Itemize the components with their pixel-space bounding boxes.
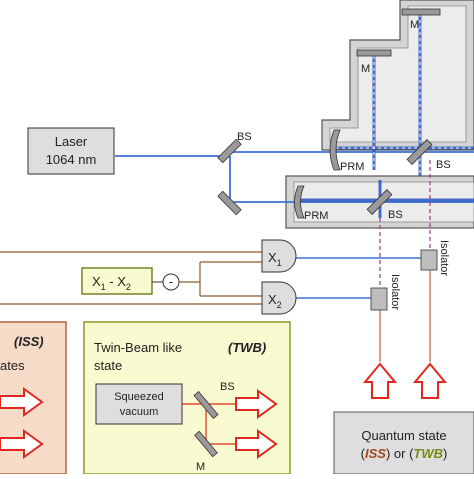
mirror-top-label: M <box>410 19 419 31</box>
quantum-state-box <box>333 411 474 475</box>
isolator-2-box <box>370 287 388 311</box>
detector-x1 <box>261 239 297 273</box>
quantum-state-options: (ISS) or (TWB) <box>361 446 448 461</box>
laser-beams <box>115 151 474 203</box>
quantum-arrow-right <box>412 362 448 399</box>
twb-bs-label: BS <box>220 381 235 393</box>
twb-arrow-1 <box>235 389 278 419</box>
quantum-state-title: Quantum state <box>361 428 446 443</box>
prm-upper-label: PRM <box>340 161 364 173</box>
subtract-label: X1 - X2 <box>92 274 131 292</box>
mirror-mid-label: M <box>361 63 370 75</box>
detector-x2-label: X2 <box>268 292 282 310</box>
detector-x2 <box>261 281 297 315</box>
beam-splitter-lower <box>366 189 393 215</box>
isolator-2-label: Isolator <box>389 274 401 310</box>
twb-beam-splitter <box>193 391 219 419</box>
iss-tag: (ISS) <box>14 334 44 349</box>
prm-lower-label: PRM <box>304 210 328 222</box>
steering-mirror <box>217 190 242 216</box>
beam-splitter-upper <box>406 139 433 165</box>
iss-arrow-1 <box>0 387 44 417</box>
squeezed-vacuum-box <box>95 383 183 425</box>
isolator-1-label: Isolator <box>438 240 450 276</box>
iss-arrow-2 <box>0 429 44 459</box>
signal-dashed-lines <box>379 160 431 298</box>
twb-m-label: M <box>196 461 205 473</box>
readout-lines <box>0 251 262 305</box>
subtract-box <box>81 267 153 295</box>
prm-lower-mirror <box>294 185 305 219</box>
beam-splitter-upper-label: BS <box>436 159 451 171</box>
beam-splitter-lower-label: BS <box>388 209 403 221</box>
laser-box <box>27 127 115 175</box>
squeezed-line2: vacuum <box>120 406 159 418</box>
detector-beams <box>292 257 430 299</box>
signal-solid-lines <box>379 270 431 362</box>
twb-arrow-2 <box>235 429 278 459</box>
laser-wavelength: 1064 nm <box>46 152 97 167</box>
laser-label: Laser <box>55 134 88 149</box>
twb-title-line1: Twin-Beam like <box>94 340 182 355</box>
minus-sign: - <box>169 274 173 289</box>
beam-splitter-top-label: BS <box>237 131 252 143</box>
detector-x1-label: X1 <box>268 250 282 268</box>
upper-interferometer-inner <box>329 5 467 143</box>
prm-upper-mirror <box>329 129 341 171</box>
beam-splitter-top <box>217 138 242 164</box>
twb-tag: (TWB) <box>228 340 266 355</box>
squeezed-line1: Squeezed <box>114 391 164 403</box>
isolator-1-box <box>420 249 438 271</box>
mirror-top <box>401 8 441 16</box>
iss-text: ates <box>0 358 25 373</box>
mirror-mid <box>356 49 392 57</box>
quantum-arrow-left <box>362 362 398 399</box>
twb-title-line2: state <box>94 358 122 373</box>
twb-mirror <box>194 430 218 458</box>
